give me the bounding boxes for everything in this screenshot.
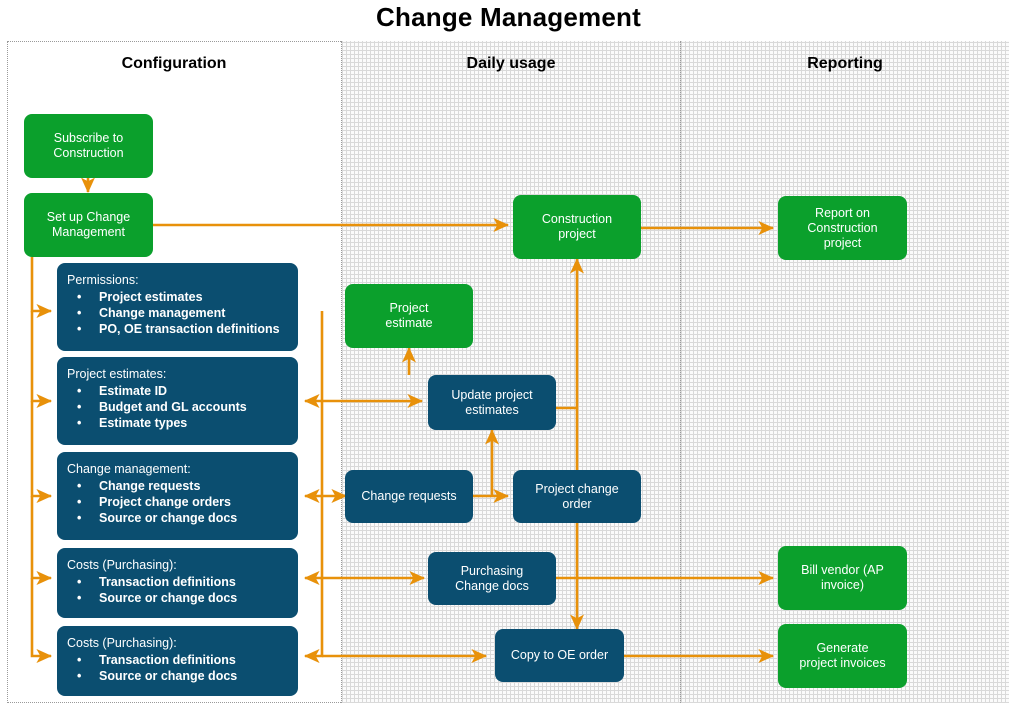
edge-setup-to-costs-1 (30, 496, 53, 586)
node-config-permissions[interactable]: Permissions: Project estimates Change ma… (57, 263, 298, 351)
list-items: Estimate ID Budget and GL accounts Estim… (67, 383, 288, 431)
list-item: Source or change docs (77, 668, 288, 684)
edge-setup-to-project-estimates (30, 311, 53, 409)
list-item: Source or change docs (77, 590, 288, 606)
list-item: Change management (77, 305, 288, 321)
page-title: Change Management (376, 2, 641, 32)
list-item: Transaction definitions (77, 652, 288, 668)
list-item: Transaction definitions (77, 574, 288, 590)
list-item: Change requests (77, 478, 288, 494)
node-label: Copy to OE order (510, 648, 609, 662)
lane-label-configuration: Configuration (121, 55, 227, 72)
node-label: Change requests (361, 489, 457, 503)
list-header: Project estimates: (67, 367, 167, 381)
lane-label-reporting: Reporting (807, 55, 883, 72)
node-config-costs-purchasing-1[interactable]: Costs (Purchasing): Transaction definiti… (57, 548, 298, 618)
list-items: Project estimates Change management PO, … (67, 289, 288, 337)
edge-setup-to-costs-2 (30, 578, 53, 664)
list-header: Costs (Purchasing): (67, 636, 177, 650)
list-item: Project estimates (77, 289, 288, 305)
edge-setup-to-change-management (30, 401, 53, 504)
node-config-costs-purchasing-2[interactable]: Costs (Purchasing): Transaction definiti… (57, 626, 298, 696)
list-header: Permissions: (67, 273, 139, 287)
list-items: Transaction definitions Source or change… (67, 652, 288, 684)
list-item: Estimate ID (77, 383, 288, 399)
list-item: Estimate types (77, 415, 288, 431)
list-items: Transaction definitions Source or change… (67, 574, 288, 606)
edge-setup-to-permissions (30, 257, 53, 319)
node-copy-to-oe-order[interactable]: Copy to OE order (495, 629, 624, 682)
list-items: Change requests Project change orders So… (67, 478, 288, 526)
list-item: Project change orders (77, 494, 288, 510)
edge-permissions-trunk-to-project-estimates (303, 311, 324, 409)
list-item: Source or change docs (77, 510, 288, 526)
edge-trunk-to-costs-1 (303, 401, 324, 586)
node-config-change-management[interactable]: Change management: Change requests Proje… (57, 452, 298, 540)
node-change-requests[interactable]: Change requests (345, 470, 473, 523)
edge-trunk-to-costs-2 (303, 578, 324, 664)
list-item: Budget and GL accounts (77, 399, 288, 415)
node-config-project-estimates[interactable]: Project estimates: Estimate ID Budget an… (57, 357, 298, 445)
list-header: Costs (Purchasing): (67, 558, 177, 572)
list-header: Change management: (67, 462, 191, 476)
lane-label-daily-usage: Daily usage (466, 55, 556, 72)
list-item: PO, OE transaction definitions (77, 321, 288, 337)
